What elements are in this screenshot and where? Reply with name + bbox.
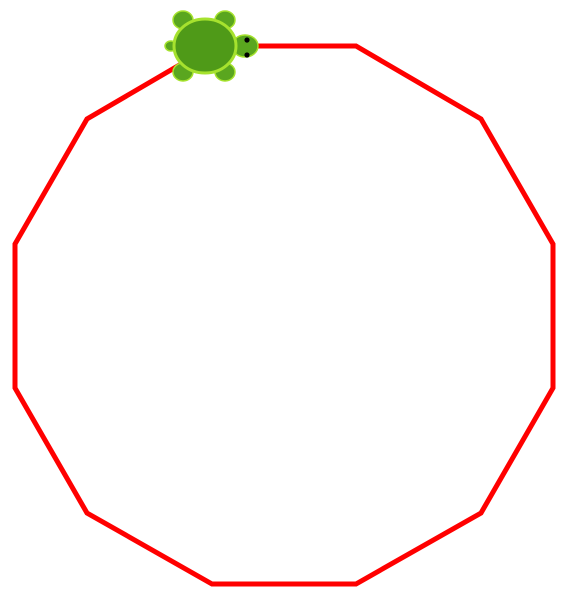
- turtle-eye-top: [244, 37, 250, 43]
- turtle-eye-bottom: [244, 52, 250, 58]
- turtle-shell: [172, 17, 238, 75]
- drawn-dodecagon-path: [12, 43, 556, 587]
- turtle-icon[interactable]: [164, 10, 259, 82]
